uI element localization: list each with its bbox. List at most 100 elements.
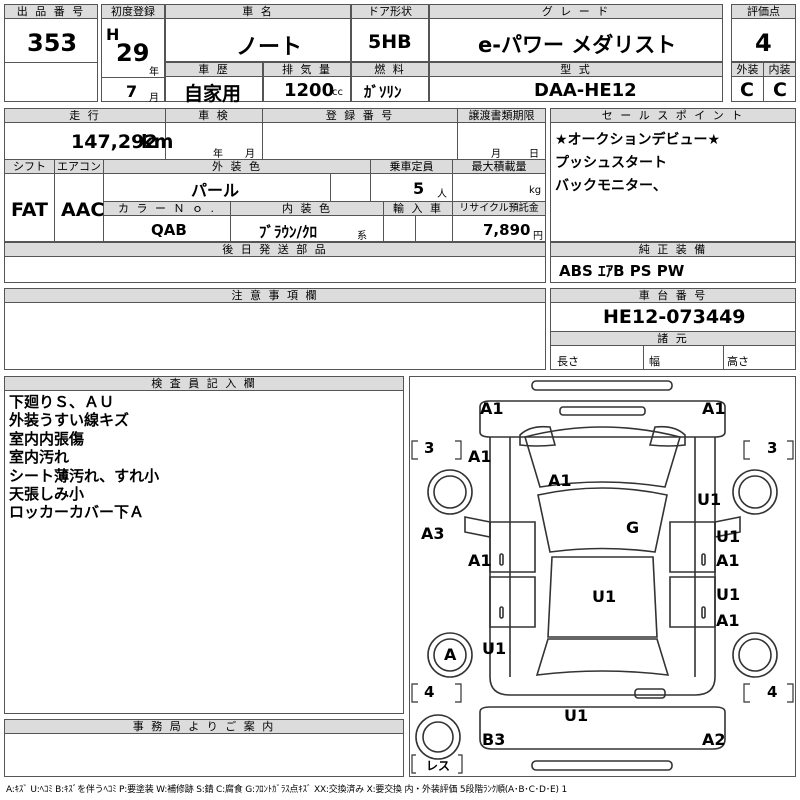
exterior-color-label: 外 装 色	[104, 160, 370, 174]
year-unit: 年	[149, 67, 159, 78]
yen-unit: 円	[533, 231, 543, 242]
transfer-month-unit: 月	[491, 149, 501, 160]
inspector-note: 室内汚れ	[9, 448, 70, 467]
score-label: 評価点	[732, 5, 795, 19]
persons-unit: 人	[437, 189, 447, 200]
model-value: DAA-HE12	[534, 80, 637, 101]
sales-point-2: プッシュスタート	[555, 155, 667, 171]
mark-fender-right: U1	[697, 490, 722, 509]
era-value: H	[106, 25, 120, 44]
mark-door-fr-bottom: A1	[716, 551, 740, 570]
first-registration-label: 初度登録	[102, 5, 164, 19]
color-number-value: QAB	[151, 221, 187, 239]
car-outline-diagram	[411, 380, 794, 774]
max-load-label: 最大積載量	[453, 160, 545, 174]
mark-door-fr-top: U1	[716, 527, 741, 546]
interior-score-cell: 内装 C	[763, 62, 796, 102]
registration-number-label: 登 録 番 号	[263, 109, 457, 123]
mileage-value: 147,292	[71, 131, 158, 153]
kg-unit: kg	[529, 185, 542, 196]
score-value: 4	[755, 29, 772, 57]
fuel-value: ｶﾞｿﾘﾝ	[364, 83, 402, 101]
registration-year-value: 29	[116, 39, 150, 67]
chassis-number-label: 車 台 番 号	[551, 289, 795, 303]
inspector-note: 天張しみ小	[9, 485, 85, 504]
genuine-equipment-label: 純 正 装 備	[551, 243, 795, 257]
car-name-label: 車 名	[166, 5, 350, 19]
grade-cell: グ レ ー ド e-パワー メダリスト	[429, 4, 723, 62]
office-notice-cell: 事 務 局 よ り ご 案 内	[4, 719, 404, 777]
mark-door-fl: A1	[468, 551, 492, 570]
aircon-value: AAC	[61, 199, 105, 221]
chassis-cell: 車 台 番 号 HE12-073449 諸 元 長さ 幅 高さ	[550, 288, 796, 370]
car-name-cell: 車 名 ノート	[165, 4, 351, 62]
inspector-note: 下廻りＳ、ＡＵ	[9, 393, 115, 411]
legend-footer: A:ｷｽﾞ U:ﾍｺﾐ B:ｷｽﾞを伴うﾍｺﾐ P:要塗装 W:補修跡 S:錆 …	[6, 785, 567, 795]
month-unit: 月	[149, 93, 159, 104]
sales-point-1: ★オークションデビュー★	[555, 132, 721, 148]
recycle-value: 7,890	[483, 221, 531, 239]
mark-front-left: A1	[480, 399, 504, 418]
score-cell: 評価点 4	[731, 4, 796, 62]
lot-number-label: 出 品 番 号	[5, 5, 97, 19]
mark-tire-fl: 3	[424, 439, 435, 457]
recycle-label: リサイクル預託金	[453, 202, 545, 216]
history-value: 自家用	[184, 83, 242, 105]
later-parts-cell: 後 日 発 送 部 品	[4, 242, 546, 283]
mark-door-rr-bottom: A1	[716, 611, 740, 630]
exterior-score-label: 外装	[732, 63, 763, 77]
mark-rear-right: A2	[702, 730, 726, 749]
mark-tire-rl: 4	[424, 683, 435, 701]
displacement-label: 排 気 量	[264, 63, 350, 77]
length-label: 長さ	[557, 355, 579, 368]
inspector-note: シート薄汚れ、すれ小	[9, 466, 160, 485]
sales-point-label: セ ー ル ス ポ イ ン ト	[551, 109, 795, 123]
first-registration-cell: 初度登録 H 29 年 7 月	[101, 4, 165, 104]
damage-diagram: A1 A1 3 3 A1 A1 U1 G A3 U1 A1 A1 U1 U1 A…	[409, 376, 796, 777]
kei-unit: 系	[357, 231, 367, 242]
color-number-label: カ ラ ー Ｎ ｏ .	[104, 202, 230, 216]
inspector-notes-label: 検 査 員 記 入 欄	[5, 377, 403, 391]
lot-number-cell: 出 品 番 号 353	[4, 4, 98, 102]
interior-color-label: 内 装 色	[231, 202, 383, 216]
registration-month-value: 7	[126, 82, 138, 101]
shift-label: シフト	[5, 160, 54, 174]
mark-windshield: G	[626, 518, 640, 537]
inspector-note: ロッカーカバー下Ａ	[9, 503, 145, 522]
later-parts-label: 後 日 発 送 部 品	[5, 243, 545, 257]
inspection-year-unit: 年	[213, 149, 223, 160]
grade-value: e-パワー メダリスト	[478, 33, 677, 57]
inspector-note: 室内内張傷	[9, 429, 85, 448]
interior-score-label: 内装	[764, 63, 795, 77]
mark-pillar-left: A3	[421, 524, 445, 543]
door-type-value: 5HB	[368, 31, 412, 53]
interior-score-value: C	[773, 79, 787, 101]
km-unit: km	[141, 131, 174, 153]
genuine-equipment-value: ABS ｴｱB PS PW	[559, 262, 685, 280]
exterior-color-value: パール	[191, 181, 240, 200]
model-label: 型 式	[430, 63, 722, 77]
height-label: 高さ	[727, 355, 749, 368]
import-label: 輸 入 車	[384, 202, 452, 216]
mark-roof: U1	[592, 587, 617, 606]
mark-tire-rr: 4	[767, 683, 778, 701]
shift-value: FAT	[11, 199, 48, 221]
lot-number-value: 353	[27, 29, 78, 57]
fuel-cell: 燃 料 ｶﾞｿﾘﾝ	[351, 62, 429, 102]
mark-front-right: A1	[702, 399, 726, 418]
exterior-score-value: C	[740, 79, 754, 101]
car-name-value: ノート	[236, 35, 303, 60]
mark-wheel-rl: A	[444, 645, 457, 664]
mark-tire-fr: 3	[767, 439, 778, 457]
mark-door-rl: U1	[482, 639, 507, 658]
width-label: 幅	[649, 355, 660, 368]
grade-label: グ レ ー ド	[430, 5, 722, 19]
door-type-cell: ドア形状 5HB	[351, 4, 429, 62]
mark-spare: レス	[426, 759, 451, 773]
aircon-label: エアコン	[55, 160, 103, 174]
notes-label: 注 意 事 項 欄	[5, 289, 545, 303]
inspector-note: 外装うすい線キズ	[9, 411, 130, 430]
inspector-notes-list: 下廻りＳ、ＡＵ 外装うすい線キズ 室内内張傷 室内汚れ シート薄汚れ、すれ小 天…	[9, 393, 159, 522]
transfer-deadline-label: 譲渡書類期限	[458, 109, 545, 123]
fuel-label: 燃 料	[352, 63, 428, 77]
